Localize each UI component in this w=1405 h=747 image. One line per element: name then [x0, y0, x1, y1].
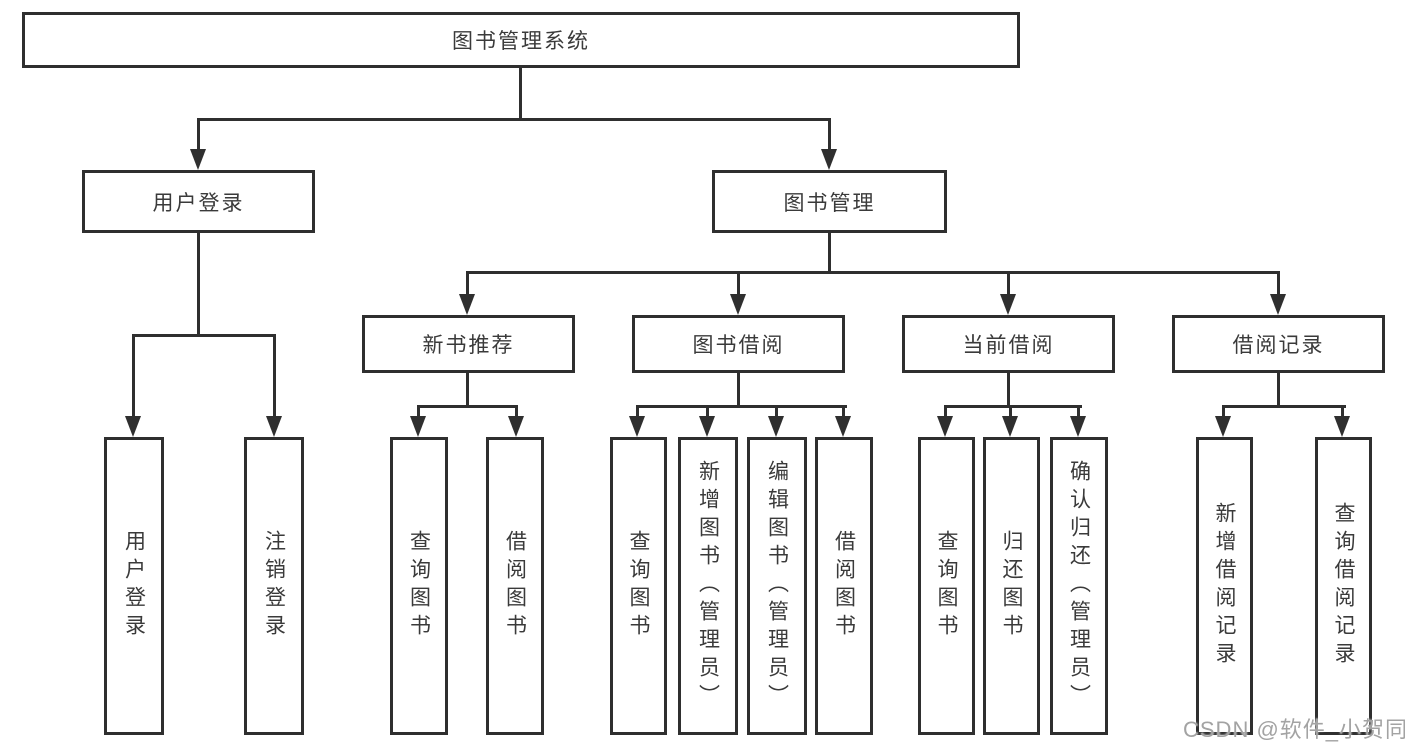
arrow-down-icon — [699, 416, 715, 437]
watermark: CSDN @软件_小贺同学 — [1183, 717, 1405, 742]
arrow-down-icon — [1215, 416, 1231, 437]
leaf-borrow-borrow-books: 借阅图书 — [815, 437, 873, 735]
node-user-login-label: 用户登录 — [152, 191, 245, 215]
arrow-down-icon — [1334, 416, 1350, 437]
node-current-borrow: 当前借阅 — [902, 315, 1115, 373]
leaf-add-borrow-record: 新增借阅记录 — [1196, 437, 1253, 735]
connector-borrow-stem — [737, 373, 740, 407]
connector-drop — [706, 405, 709, 419]
arrow-down-icon — [190, 149, 206, 170]
node-current-borrow-label: 当前借阅 — [962, 334, 1055, 357]
node-new-book-recommend: 新书推荐 — [362, 315, 575, 373]
leaf-borrow-add-books-admin-label: 新增图书（管理员） — [696, 460, 720, 712]
leaf-recommend-borrow-books-label: 借阅图书 — [503, 530, 527, 642]
arrow-down-icon — [1270, 294, 1286, 315]
leaf-current-confirm-return-admin-label: 确认归还（管理员） — [1067, 460, 1091, 712]
arrow-down-icon — [125, 416, 141, 437]
connector-drop — [417, 405, 420, 419]
arrow-down-icon — [821, 149, 837, 170]
arrow-down-icon — [410, 416, 426, 437]
leaf-borrow-query-books: 查询图书 — [610, 437, 667, 735]
connector-drop-book-management — [828, 118, 831, 151]
node-user-login: 用户登录 — [82, 170, 315, 233]
leaf-user-login: 用户登录 — [104, 437, 164, 735]
connector-mgmt-split — [466, 271, 1280, 274]
arrow-down-icon — [937, 416, 953, 437]
leaf-recommend-borrow-books: 借阅图书 — [486, 437, 544, 735]
leaf-current-return-books-label: 归还图书 — [1000, 530, 1023, 642]
connector-drop — [842, 405, 845, 419]
node-book-borrow: 图书借阅 — [632, 315, 845, 373]
connector-mgmt-stem — [828, 233, 831, 274]
connector-drop-leaf-logout — [273, 334, 276, 418]
connector-drop-leaf-user-login — [132, 334, 135, 418]
leaf-recommend-query-books: 查询图书 — [390, 437, 448, 735]
arrow-down-icon — [1070, 416, 1086, 437]
leaf-borrow-query-books-label: 查询图书 — [627, 530, 650, 642]
connector-drop — [515, 405, 518, 419]
node-root-label: 图书管理系统 — [452, 30, 590, 53]
connector-drop — [1222, 405, 1225, 419]
leaf-query-borrow-record-label: 查询借阅记录 — [1332, 502, 1355, 670]
connector-current-split — [944, 405, 1082, 408]
connector-drop — [775, 405, 778, 419]
connector-root-split — [197, 118, 831, 121]
node-new-book-recommend-label: 新书推荐 — [422, 334, 515, 357]
node-borrow-records-label: 借阅记录 — [1232, 334, 1325, 357]
connector-drop-borrow — [737, 271, 740, 297]
connector-login-stem — [197, 233, 200, 337]
arrow-down-icon — [730, 294, 746, 315]
connector-current-stem — [1007, 373, 1010, 407]
arrow-down-icon — [1000, 294, 1016, 315]
leaf-recommend-query-books-label: 查询图书 — [407, 530, 431, 642]
connector-drop — [1009, 405, 1012, 419]
connector-drop-current — [1007, 271, 1010, 297]
connector-recommend-stem — [466, 373, 469, 407]
leaf-borrow-edit-books-admin-label: 编辑图书（管理员） — [765, 460, 789, 712]
arrow-down-icon — [835, 416, 851, 437]
leaf-current-query-books: 查询图书 — [918, 437, 975, 735]
arrow-down-icon — [1002, 416, 1018, 437]
leaf-logout: 注销登录 — [244, 437, 304, 735]
leaf-borrow-borrow-books-label: 借阅图书 — [832, 530, 856, 642]
leaf-borrow-add-books-admin: 新增图书（管理员） — [678, 437, 738, 735]
connector-drop — [636, 405, 639, 419]
leaf-user-login-label: 用户登录 — [122, 530, 146, 642]
arrow-down-icon — [508, 416, 524, 437]
connector-drop-user-login — [197, 118, 200, 151]
node-root: 图书管理系统 — [22, 12, 1020, 68]
node-book-management-label: 图书管理 — [783, 191, 876, 215]
connector-drop-records — [1277, 271, 1280, 297]
leaf-current-query-books-label: 查询图书 — [935, 530, 958, 642]
connector-borrow-split — [636, 405, 847, 408]
connector-login-split — [132, 334, 276, 337]
arrow-down-icon — [459, 294, 475, 315]
leaf-borrow-edit-books-admin: 编辑图书（管理员） — [747, 437, 807, 735]
leaf-add-borrow-record-label: 新增借阅记录 — [1213, 502, 1236, 670]
arrow-down-icon — [266, 416, 282, 437]
connector-root-stem — [519, 68, 522, 120]
connector-records-split — [1222, 405, 1346, 408]
connector-drop — [944, 405, 947, 419]
node-book-management: 图书管理 — [712, 170, 947, 233]
node-borrow-records: 借阅记录 — [1172, 315, 1385, 373]
node-book-borrow-label: 图书借阅 — [692, 334, 785, 357]
connector-drop-recommend — [466, 271, 469, 297]
leaf-current-confirm-return-admin: 确认归还（管理员） — [1050, 437, 1108, 735]
connector-drop — [1077, 405, 1080, 419]
leaf-logout-label: 注销登录 — [262, 530, 286, 642]
leaf-current-return-books: 归还图书 — [983, 437, 1040, 735]
connector-recommend-split — [417, 405, 518, 408]
leaf-query-borrow-record: 查询借阅记录 — [1315, 437, 1372, 735]
connector-drop — [1341, 405, 1344, 419]
connector-records-stem — [1277, 373, 1280, 407]
arrow-down-icon — [629, 416, 645, 437]
arrow-down-icon — [768, 416, 784, 437]
